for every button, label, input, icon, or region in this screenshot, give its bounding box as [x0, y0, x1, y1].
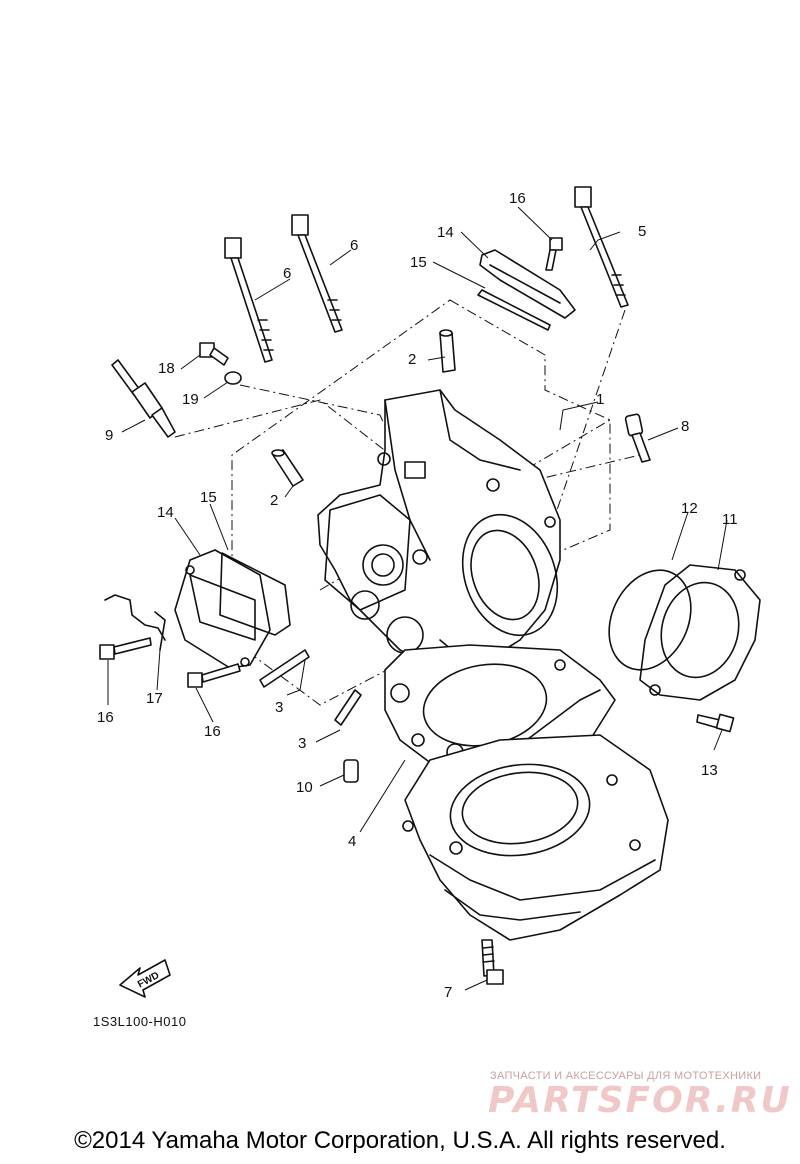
callout-15-top: 15 — [410, 254, 427, 271]
valve-cover-left — [174, 549, 271, 669]
callout-2-top: 2 — [408, 351, 416, 368]
callout-2-left: 2 — [270, 492, 278, 509]
cylinder-block — [402, 734, 669, 941]
fwd-arrow-icon: FWD — [119, 959, 171, 998]
callout-4: 4 — [348, 833, 356, 850]
callout-10: 10 — [296, 779, 313, 796]
callout-14-top: 14 — [437, 224, 454, 241]
callout-1: 1 — [596, 391, 604, 408]
leader-lines — [107, 206, 728, 991]
spark-plug-9 — [111, 359, 176, 438]
reference-line-washer — [239, 384, 401, 461]
callout-9: 9 — [105, 427, 113, 444]
callout-11: 11 — [722, 511, 738, 528]
callout-18: 18 — [158, 360, 175, 377]
callout-3-upper: 3 — [275, 699, 283, 716]
callout-13: 13 — [701, 762, 718, 779]
callout-17: 17 — [146, 690, 163, 707]
reference-line-plug — [174, 399, 411, 471]
cylinder-head — [317, 389, 561, 669]
copyright-notice: ©2014 Yamaha Motor Corporation, U.S.A. A… — [74, 1127, 726, 1154]
callout-16-top: 16 — [509, 190, 526, 207]
callout-15-left: 15 — [200, 489, 217, 506]
dowel-2-top — [439, 329, 456, 373]
callout-8: 8 — [681, 418, 689, 435]
valve-cover-right — [639, 564, 761, 701]
watermark-tagline: ЗАПЧАСТИ И АКСЕССУАРЫ ДЛЯ МОТОТЕХНИКИ — [490, 1070, 762, 1082]
bolt-16-top — [545, 237, 563, 271]
rocker-cover-top — [479, 249, 576, 319]
callout-6-middle: 6 — [350, 237, 358, 254]
callout-6-left: 6 — [283, 265, 291, 282]
oring-12 — [608, 569, 692, 671]
stud-3-lower — [334, 689, 362, 726]
bolt-18 — [199, 342, 229, 366]
callout-16-lower: 16 — [204, 723, 221, 740]
bolt-13 — [696, 713, 735, 733]
bolt-8 — [624, 413, 651, 463]
callout-19: 19 — [182, 391, 199, 408]
washer-19 — [224, 371, 242, 385]
watermark-logo: PARTSFOR.RU — [488, 1080, 792, 1121]
stud-5 — [574, 186, 629, 308]
stud-3-upper — [259, 649, 310, 688]
bracket-17 — [104, 594, 166, 651]
stud-6-middle — [291, 214, 343, 333]
callout-14-left: 14 — [157, 504, 174, 521]
bolt-16-left — [99, 637, 152, 660]
callout-5: 5 — [638, 223, 646, 240]
callout-16-left: 16 — [97, 709, 114, 726]
gasket-15-left — [219, 552, 291, 636]
bolt-16-lower — [187, 663, 241, 688]
dowel-2-left — [271, 449, 304, 487]
bolt-7 — [481, 939, 504, 985]
callout-7: 7 — [444, 984, 452, 1001]
dowel-10 — [343, 759, 359, 783]
gasket-15-top — [477, 289, 551, 331]
diagram-code: 1S3L100-H010 — [93, 1014, 187, 1029]
callout-12: 12 — [681, 500, 698, 517]
callout-numbers: 1 2 2 3 3 4 5 6 6 7 8 9 10 11 12 13 14 1… — [97, 190, 738, 1001]
callout-3-lower: 3 — [298, 735, 306, 752]
stud-6-left — [224, 237, 274, 363]
